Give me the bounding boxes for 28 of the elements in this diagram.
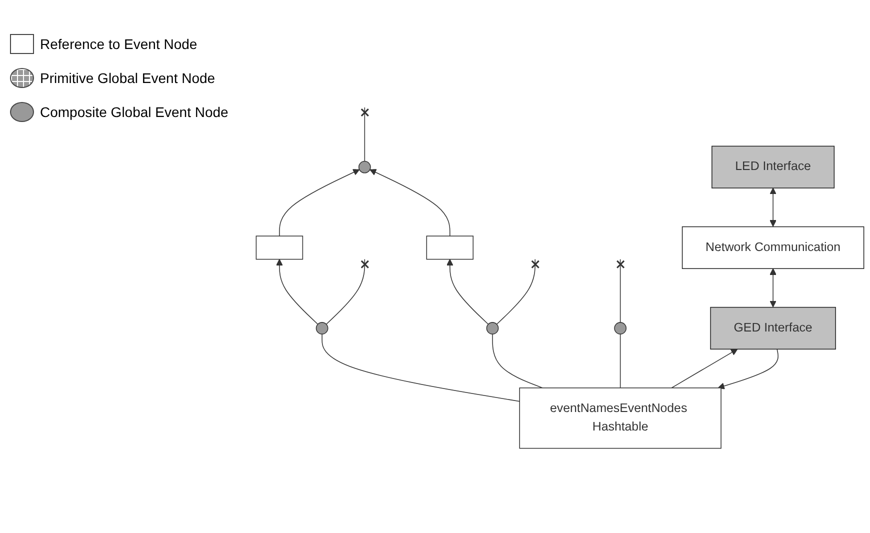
node-circle <box>486 322 499 335</box>
legend-text: Composite Global Event Node <box>40 104 228 120</box>
node-box: Network Communication <box>682 226 864 270</box>
node-circle <box>614 322 627 335</box>
node-box: GED Interface <box>710 307 836 350</box>
arrow <box>770 188 776 227</box>
arrow <box>671 349 738 389</box>
legend-text: Primitive Global Event Node <box>40 70 216 86</box>
arrow <box>770 268 776 308</box>
connector <box>322 334 520 402</box>
arrow <box>446 259 489 325</box>
arrow <box>718 349 778 390</box>
node-box <box>426 236 474 260</box>
node-box: eventNamesEventNodes Hashtable <box>519 388 722 449</box>
connector <box>326 259 370 325</box>
node-box <box>256 236 304 260</box>
arrow <box>276 259 318 325</box>
node-circle <box>316 322 328 335</box>
arrow <box>279 169 360 237</box>
connector <box>616 259 625 324</box>
connector <box>496 259 540 325</box>
connector <box>360 107 370 162</box>
node-circle <box>358 161 371 174</box>
legend-text: Reference to Event Node <box>40 36 198 52</box>
connector <box>620 334 621 389</box>
node-box: LED Interface <box>712 146 835 189</box>
connector <box>492 334 543 389</box>
arrow <box>370 169 450 237</box>
